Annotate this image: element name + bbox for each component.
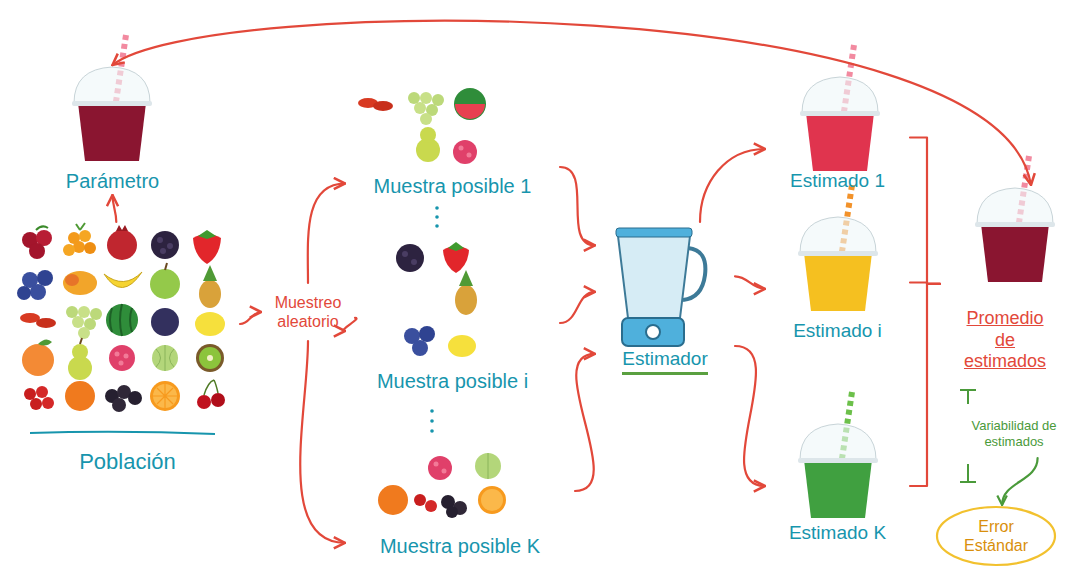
arrow-connector bbox=[240, 312, 261, 324]
arrow-connector bbox=[1002, 458, 1038, 505]
fruit-sample bbox=[358, 88, 486, 164]
node-label: Muestra posible 1 bbox=[374, 174, 532, 198]
juice-cup bbox=[975, 156, 1055, 282]
arrow-connector bbox=[910, 138, 940, 284]
sample-node: Muestra posible i bbox=[345, 235, 560, 395]
juice-cup bbox=[798, 185, 878, 311]
mean-node: Promedio de estimados bbox=[940, 185, 1070, 375]
juice-cup bbox=[798, 392, 878, 518]
node-label: Muestreo aleatorio bbox=[266, 293, 350, 331]
parameter-node: Parámetro bbox=[40, 65, 185, 195]
arrow-connector bbox=[113, 195, 117, 222]
fruit-population bbox=[17, 223, 225, 412]
estimator-node: Estimador bbox=[595, 222, 735, 377]
fruit-sample bbox=[396, 242, 477, 357]
arrow-connector bbox=[300, 341, 345, 543]
arrow-connector bbox=[308, 184, 345, 284]
standard-error-node: Error Estándar bbox=[935, 505, 1057, 567]
juice-cup bbox=[72, 35, 152, 161]
node-label: Estimador bbox=[622, 348, 708, 375]
node-label: Promedio de estimados bbox=[958, 308, 1053, 373]
estimate-node: Estimado K bbox=[765, 425, 910, 547]
population-node: Población bbox=[15, 222, 240, 477]
sample-node: Muestra posible K bbox=[345, 445, 575, 560]
arrow-connector bbox=[910, 284, 940, 486]
node-label: Muestra posible K bbox=[380, 534, 540, 558]
arrow-connector bbox=[343, 318, 356, 331]
node-label: Población bbox=[79, 449, 176, 475]
node-label: Estimado 1 bbox=[790, 170, 885, 193]
arrow-connector bbox=[560, 167, 595, 245]
arrow-connector bbox=[560, 292, 595, 323]
variability-node: Variabilidad de estimados bbox=[955, 410, 1073, 458]
juice-cup bbox=[800, 45, 880, 171]
arrow-connector bbox=[113, 21, 1032, 185]
estimate-node: Estimado 1 bbox=[765, 80, 910, 195]
ellipse-outline bbox=[935, 505, 1057, 567]
ellipsis-dots bbox=[430, 206, 439, 433]
node-label: Parámetro bbox=[66, 169, 159, 193]
node-label: Estimado K bbox=[789, 522, 886, 545]
node-label: Error Estándar bbox=[956, 517, 1036, 555]
node-label: Estimado i bbox=[793, 320, 882, 343]
arrow-connector bbox=[735, 276, 765, 289]
arrow-connector bbox=[575, 354, 595, 491]
node-label: Muestra posible i bbox=[377, 369, 528, 393]
node-label: Variabilidad de estimados bbox=[962, 418, 1066, 449]
arrow-connector bbox=[700, 149, 765, 222]
underline bbox=[30, 432, 215, 434]
blender bbox=[616, 228, 705, 346]
fruit-sample bbox=[378, 453, 506, 518]
sample-node: Muestra posible 1 bbox=[345, 90, 560, 200]
sampling-node: Muestreo aleatorio bbox=[261, 283, 355, 341]
variability-bar bbox=[960, 390, 976, 482]
estimate-node: Estimado i bbox=[765, 220, 910, 345]
arrow-connector bbox=[735, 346, 765, 486]
